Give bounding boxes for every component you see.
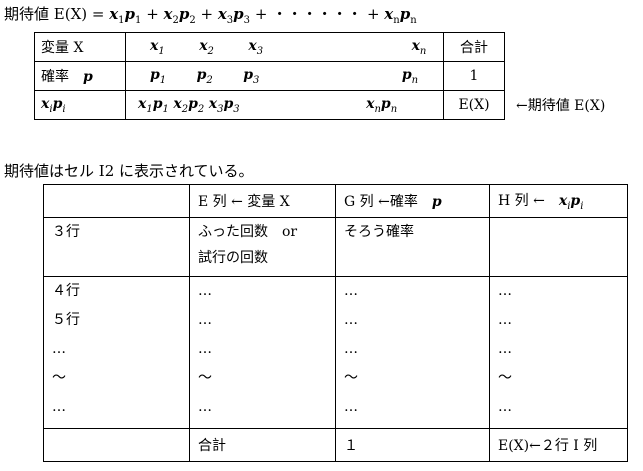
table-row: 変量 X x1 x2 x3 xn 合計: [34, 32, 505, 62]
table-row: xipi x1p1 x2p2 x3p3 xnpn E(X): [34, 90, 505, 120]
body-col3: … … … 〜 …: [335, 276, 490, 429]
body-col4: … … … 〜 …: [489, 276, 628, 429]
row3-col3: そろう確率: [335, 217, 490, 277]
footer-col2: 合計: [189, 428, 336, 462]
variable-label: 変量 X: [34, 32, 126, 62]
row3-col1: ３行: [43, 217, 190, 277]
probability-label: 確率 p: [34, 61, 126, 91]
expected-value-cell: E(X): [443, 90, 505, 120]
formula-lhs: 期待値 E(X) =: [4, 5, 105, 23]
row3-col2: ふった回数 or 試行の回数: [189, 217, 336, 277]
table-row: 確率 p p1 p2 p3 pn 1: [34, 61, 505, 91]
header-col2: E 列 ← 変量 X: [189, 184, 336, 218]
table-row: 合計 １ E(X)←２行 I 列: [43, 428, 628, 462]
header-col4: H 列 ← xipi: [489, 184, 628, 218]
row3-col4: [489, 217, 628, 277]
table-row: ３行 ふった回数 or 試行の回数 そろう確率: [43, 217, 628, 277]
body-col2: … … … 〜 …: [189, 276, 336, 429]
expected-value-note: ←期待値 E(X): [516, 98, 606, 114]
distribution-table: 変量 X x1 x2 x3 xn 合計 確率 p p1 p2 p3 pn 1 x…: [34, 32, 505, 120]
probability-values: p1 p2 p3 pn: [125, 61, 444, 91]
formula-dots: ・・・・・・: [272, 5, 363, 23]
header-col1: [43, 184, 190, 218]
total-header: 合計: [443, 32, 505, 62]
table-row: E 列 ← 変量 X G 列 ←確率 p H 列 ← xipi: [43, 184, 628, 218]
spreadsheet-mapping-table: E 列 ← 変量 X G 列 ←確率 p H 列 ← xipi ３行 ふった回数…: [43, 184, 628, 462]
footer-col1: [43, 428, 190, 462]
product-label: xipi: [34, 90, 126, 120]
cell-location-text: 期待値はセル I2 に表示されている。: [4, 162, 254, 180]
footer-col3: １: [335, 428, 490, 462]
product-values: x1p1 x2p2 x3p3 xnpn: [125, 90, 444, 120]
body-col1: ４行 ５行 … 〜 …: [43, 276, 190, 429]
variable-values: x1 x2 x3 xn: [125, 32, 444, 62]
footer-col4: E(X)←２行 I 列: [489, 428, 628, 462]
header-col3: G 列 ←確率 p: [335, 184, 490, 218]
expected-value-formula: 期待値 E(X) = x1p1 + x2p2 + x3p3 + ・・・・・・ +…: [4, 5, 417, 26]
table-row: ４行 ５行 … 〜 … … … … 〜 … … … … 〜 … … … … 〜 …: [43, 276, 628, 429]
probability-total: 1: [443, 61, 505, 91]
